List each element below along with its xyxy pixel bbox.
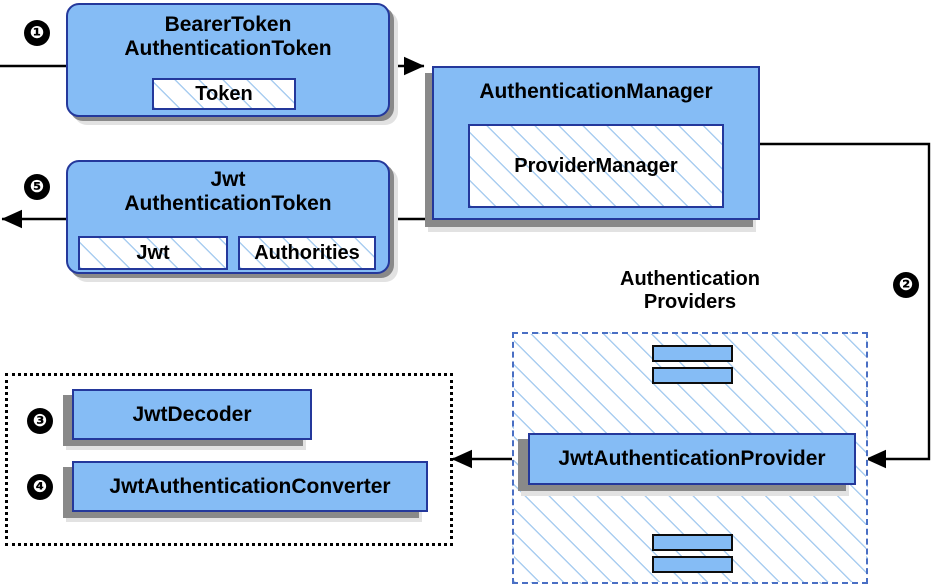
mini-provider-bar-top-1 (652, 345, 733, 362)
authentication-providers-caption: Authentication Providers (590, 268, 790, 314)
node-jwt-decoder[interactable]: JwtDecoder (72, 389, 312, 440)
jwt-authentication-provider-label: JwtAuthenticationProvider (558, 447, 826, 471)
mini-provider-bar-bottom-1 (652, 534, 733, 551)
bearer-token-title-line1: BearerToken (164, 13, 292, 36)
jwt-token-title-line1: Jwt (210, 168, 246, 191)
jwt-decoder-label: JwtDecoder (132, 402, 252, 426)
node-jwt-authentication-provider[interactable]: JwtAuthenticationProvider (528, 433, 856, 485)
step-badge-5: ❺ (24, 174, 50, 200)
authentication-manager-title: AuthenticationManager (479, 80, 713, 103)
inner-box-authorities-label: Authorities (254, 241, 360, 264)
mini-provider-bar-bottom-2 (652, 556, 733, 573)
node-jwt-authentication-converter[interactable]: JwtAuthenticationConverter (72, 461, 428, 512)
step-badge-1: ❶ (24, 20, 50, 46)
node-jwt-authentication-token[interactable]: Jwt AuthenticationToken (66, 160, 390, 274)
inner-box-provider-manager: ProviderManager (468, 124, 724, 208)
inner-box-token: Token (152, 78, 296, 110)
inner-box-token-label: Token (195, 82, 253, 105)
jwt-authentication-converter-label: JwtAuthenticationConverter (109, 474, 391, 498)
step-badge-4: ❹ (27, 474, 53, 500)
inner-box-provider-manager-label: ProviderManager (514, 154, 678, 177)
mini-provider-bar-top-2 (652, 367, 733, 384)
authentication-providers-caption-line2: Providers (643, 290, 737, 313)
authentication-providers-caption-line1: Authentication (620, 268, 760, 290)
step-badge-2: ❷ (893, 272, 919, 298)
node-bearer-token-authentication-token[interactable]: BearerToken AuthenticationToken (66, 3, 390, 117)
step-badge-3: ❸ (27, 408, 53, 434)
inner-box-jwt-label: Jwt (136, 241, 170, 264)
inner-box-authorities: Authorities (238, 236, 376, 270)
jwt-token-title-line2: AuthenticationToken (124, 191, 332, 215)
inner-box-jwt: Jwt (78, 236, 228, 270)
bearer-token-title-line2: AuthenticationToken (124, 36, 332, 60)
